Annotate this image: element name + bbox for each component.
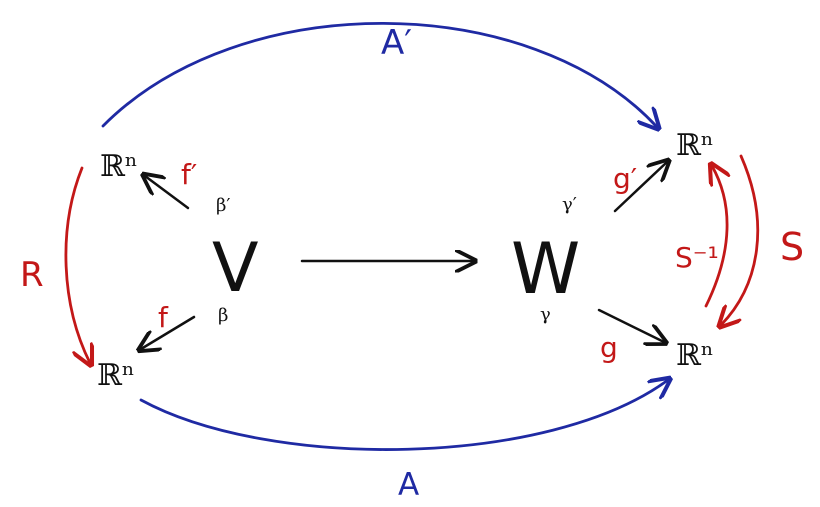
f-arrow [141, 315, 196, 349]
label-a: A [398, 467, 419, 503]
a-arrow [139, 380, 668, 451]
label-s-inverse: S⁻¹ [675, 241, 719, 274]
s-inverse-arrow [704, 166, 727, 308]
basis-label-beta: β [218, 305, 228, 326]
label-f-prime: f′ [181, 158, 197, 191]
node-rn-top-right: ℝⁿ [676, 128, 714, 163]
s-arrow [721, 154, 760, 325]
label-g-prime: g′ [613, 162, 637, 195]
label-f: f [158, 301, 169, 334]
label-s: S [780, 225, 804, 269]
basis-label-gamma-prime: γ′ [562, 194, 577, 215]
basis-label-beta-prime: β′ [216, 195, 231, 216]
label-g: g [600, 331, 618, 364]
node-rn-top-left: ℝⁿ [100, 149, 138, 184]
f-prime-arrow [145, 176, 190, 210]
node-rn-bottom-right: ℝⁿ [676, 338, 714, 373]
node-v: V [212, 229, 259, 308]
node-w: W [511, 228, 580, 310]
node-rn-bottom-left: ℝⁿ [97, 358, 135, 393]
label-a-prime: A′ [381, 23, 412, 63]
basis-label-gamma: γ [540, 304, 551, 325]
a-prime-arrow [101, 21, 657, 127]
r-arrow [64, 166, 90, 363]
g-prime-arrow [613, 162, 667, 213]
label-r: R [20, 255, 44, 295]
g-arrow [597, 308, 664, 342]
